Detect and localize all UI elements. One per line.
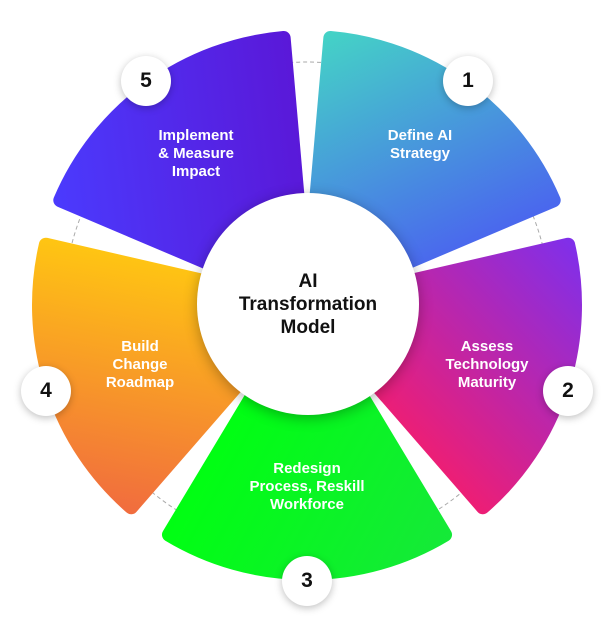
diagram-title: AI Transformation Model <box>238 270 378 338</box>
center-hub: AI Transformation Model <box>197 193 419 415</box>
step-1-badge: 1 <box>443 56 493 106</box>
step-2-badge: 2 <box>543 366 593 416</box>
segment-5-label: Implement & Measure Impact <box>158 127 234 180</box>
segment-3-label: Redesign Process, Reskill Workforce <box>249 460 365 513</box>
step-3-badge: 3 <box>282 556 332 606</box>
step-5-badge: 5 <box>121 56 171 106</box>
segment-1-label: Define AI Strategy <box>387 127 453 162</box>
segment-2-label: Assess Technology Maturity <box>445 338 529 391</box>
step-4-badge: 4 <box>21 366 71 416</box>
segment-4-label: Build Change Roadmap <box>105 338 175 391</box>
